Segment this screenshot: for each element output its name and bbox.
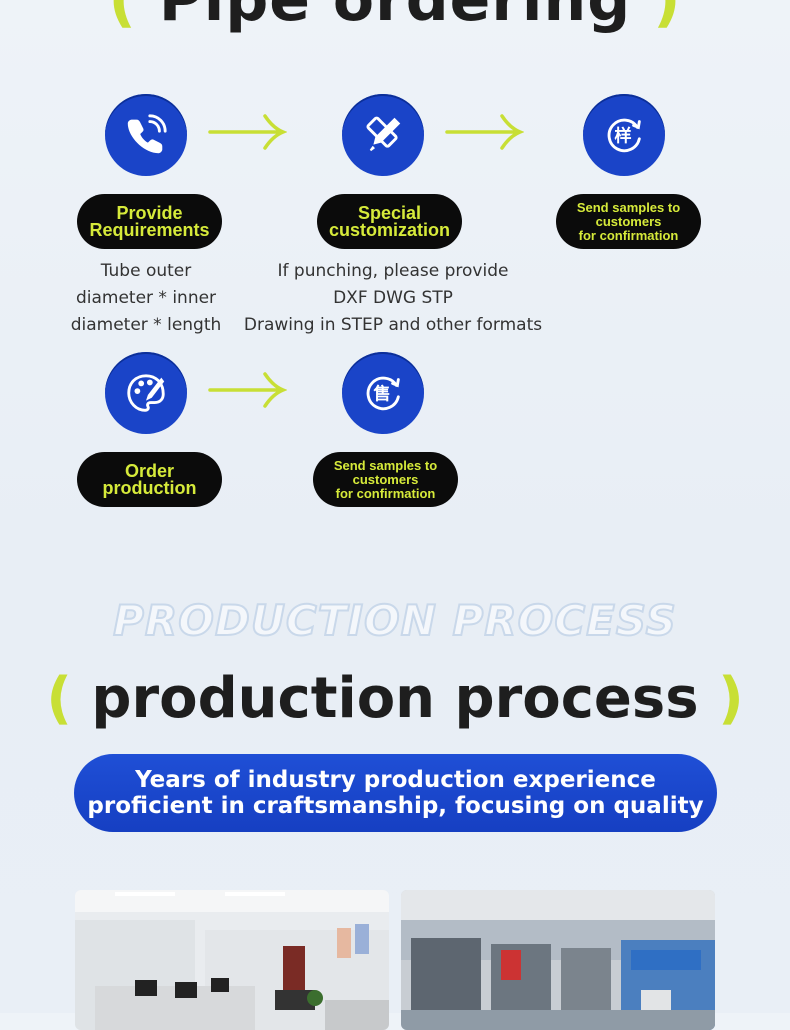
step-label-send-samples-2: Send samples to customers for confirmati…: [313, 452, 458, 507]
top-title-text: Pipe ordering: [158, 0, 632, 35]
step-label-provide: Provide Requirements: [77, 194, 222, 249]
palette-icon: [105, 352, 187, 434]
step-label-order: Order production: [77, 452, 222, 507]
section-title-text: production process: [91, 666, 699, 731]
sample-icon: 样: [583, 94, 665, 176]
page-title-top: ( Pipe ordering ): [0, 0, 790, 36]
section-title: ( production process ): [0, 662, 790, 736]
office-photo: [75, 890, 389, 1030]
step-label-send-samples: Send samples to customers for confirmati…: [556, 194, 701, 249]
arrow-right-icon: [444, 112, 525, 156]
paren-right: ): [718, 666, 744, 731]
pill-text: Send samples to customers for confirmati…: [576, 199, 681, 243]
step-label-special: Special customization: [317, 194, 462, 249]
paren-right: ): [653, 0, 682, 35]
phone-icon: [105, 94, 187, 176]
arrow-right-icon: [207, 112, 288, 156]
paren-left: (: [108, 0, 137, 35]
after-sales-icon: 售: [342, 352, 424, 434]
pill-text: Special customization: [328, 202, 450, 240]
pill-text: Send samples to customers for confirmati…: [333, 457, 438, 501]
step-desc-provide: Tube outer diameter * inner diameter * l…: [70, 261, 222, 335]
after-sales-glyph: 售: [373, 384, 390, 405]
step-desc-special: If punching, please provide DXF DWG STP …: [243, 261, 543, 335]
pen-ruler-icon: [342, 94, 424, 176]
factory-photo: [401, 890, 715, 1030]
sample-glyph: 样: [614, 126, 631, 147]
outline-section-title: PRODUCTION PROCESS: [112, 595, 677, 646]
experience-banner: Years of industry production experience …: [74, 754, 717, 832]
arrow-right-icon: [207, 370, 288, 414]
paren-left: (: [46, 666, 72, 731]
banner-line-1: Years of industry production experience: [135, 767, 656, 793]
banner-line-2: proficient in craftsmanship, focusing on…: [87, 793, 704, 819]
pill-text: Order production: [102, 460, 197, 498]
pill-text: Provide Requirements: [89, 202, 210, 240]
